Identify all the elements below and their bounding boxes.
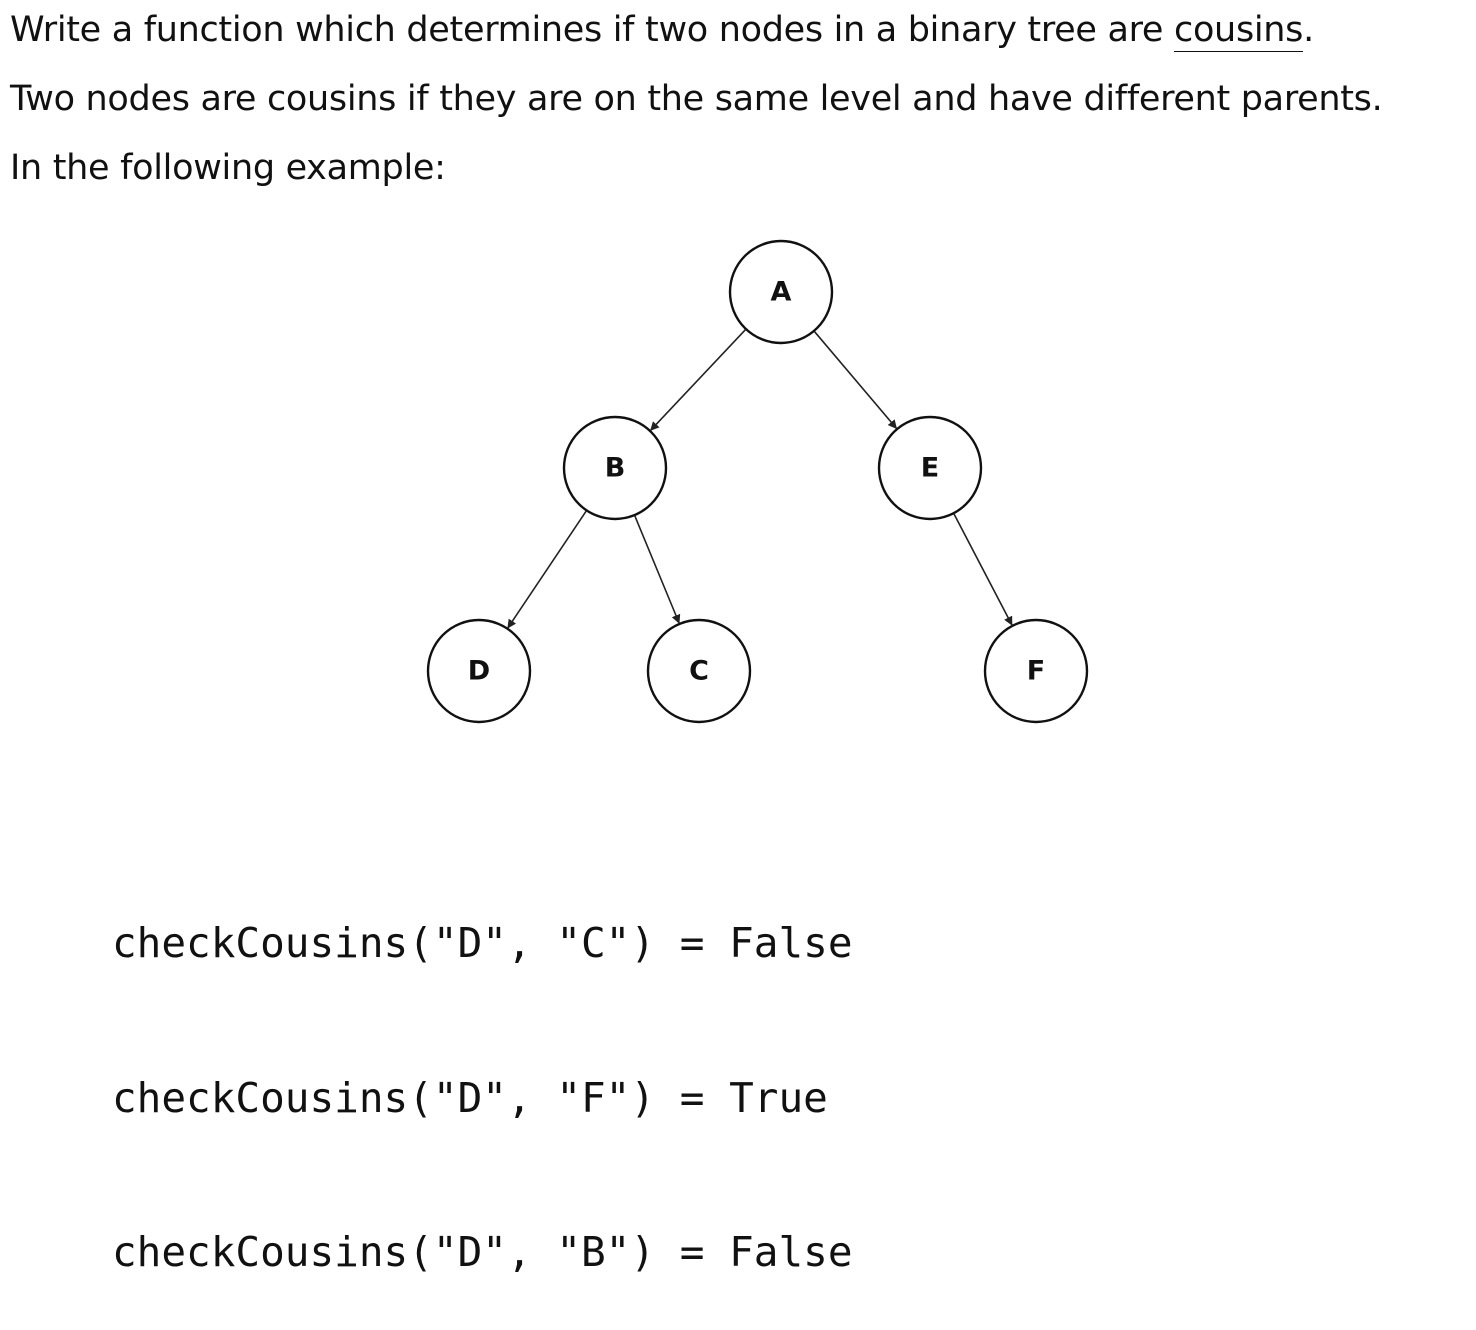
edge-b-d xyxy=(507,510,587,629)
edge-e-f xyxy=(953,513,1013,626)
node-circle-d xyxy=(426,618,532,724)
intro-line-1: Write a function which determines if two… xyxy=(10,8,1314,52)
binary-tree-diagram: A B E D C F xyxy=(426,239,1089,724)
tree-edges xyxy=(507,329,1013,629)
node-label-c: C xyxy=(689,656,709,687)
node-circle-b xyxy=(562,415,668,521)
edge-a-e xyxy=(813,331,898,429)
example-call-1: checkCousins("D", "C") = False xyxy=(112,919,853,967)
tree-node-e: E xyxy=(877,415,983,521)
tree-node-d: D xyxy=(426,618,532,724)
edge-a-b xyxy=(650,329,746,431)
node-label-a: A xyxy=(771,277,792,308)
intro-line-1-text: Write a function which determines if two… xyxy=(10,10,1174,50)
intro-line-2: Two nodes are cousins if they are on the… xyxy=(10,79,1383,119)
node-circle-f xyxy=(983,618,1089,724)
node-label-d: D xyxy=(468,656,490,687)
node-label-e: E xyxy=(921,453,939,484)
node-circle-c xyxy=(646,618,752,724)
example-call-3: checkCousins("D", "B") = False xyxy=(112,1228,853,1276)
edge-b-c xyxy=(634,515,681,624)
tree-node-a: A xyxy=(728,239,834,345)
tree-nodes: A B E D C F xyxy=(426,239,1089,724)
intro-line-1-end: . xyxy=(1303,10,1314,50)
intro-line-3: In the following example: xyxy=(10,148,446,188)
example-call-2: checkCousins("D", "F") = True xyxy=(112,1073,828,1122)
node-label-f: F xyxy=(1027,656,1045,687)
tree-node-c: C xyxy=(646,618,752,724)
cousins-term: cousins xyxy=(1174,10,1304,52)
node-label-b: B xyxy=(605,453,626,484)
example-calls: checkCousins("D", "C") = False checkCous… xyxy=(112,815,853,1330)
node-circle-e xyxy=(877,415,983,521)
tree-node-b: B xyxy=(562,415,668,521)
node-circle-a xyxy=(728,239,834,345)
tree-node-f: F xyxy=(983,618,1089,724)
